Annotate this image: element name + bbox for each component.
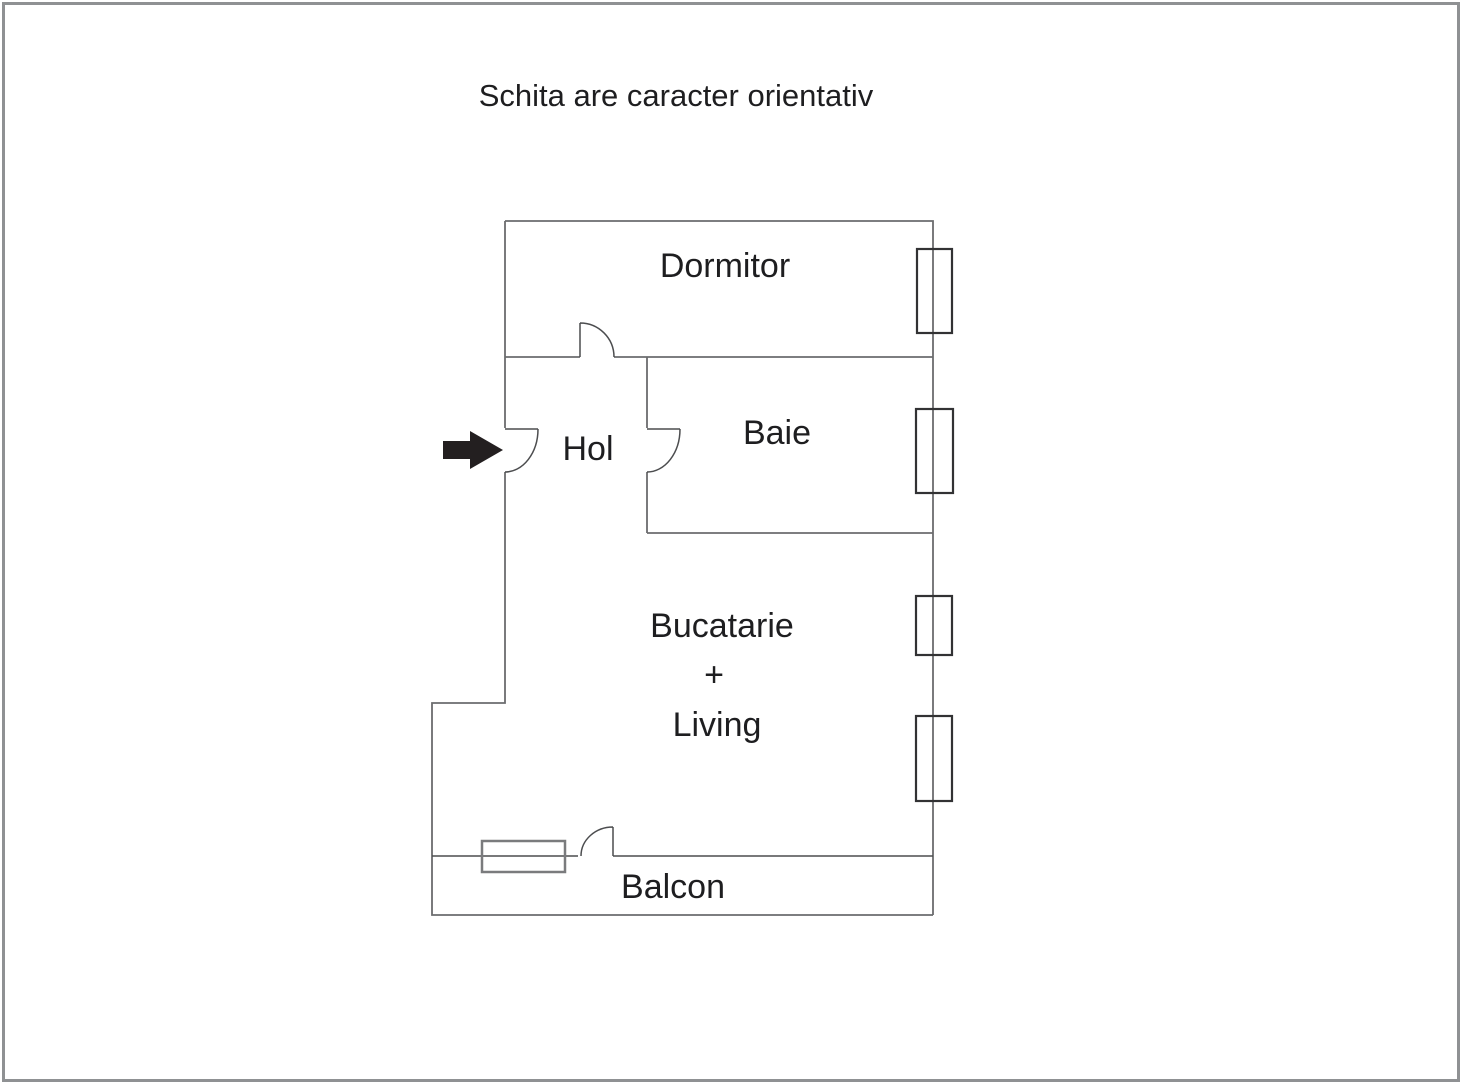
- dormitor-window: [915, 247, 954, 335]
- balcon-window: [480, 839, 567, 874]
- plan-title: Schita are caracter orientativ: [479, 78, 874, 113]
- room-label-dormitor: Dormitor: [660, 247, 790, 285]
- entrance-door: [504, 428, 539, 473]
- room-label-hol: Hol: [562, 430, 613, 468]
- room-label-plus: +: [704, 656, 724, 694]
- bucatarie-window-1: [914, 594, 954, 657]
- room-label-living: Living: [673, 706, 762, 744]
- bucatarie-window-2: [914, 714, 954, 803]
- room-label-baie: Baie: [743, 414, 811, 452]
- entrance-arrow-icon: [443, 431, 503, 469]
- baie-door: [646, 428, 681, 473]
- apartment-outline-walls: [431, 220, 934, 916]
- balcon-door: [580, 826, 614, 857]
- room-label-balcon: Balcon: [621, 868, 725, 906]
- room-label-bucatarie: Bucatarie: [650, 607, 794, 645]
- dormitor-door: [579, 322, 615, 358]
- baie-window: [914, 407, 955, 495]
